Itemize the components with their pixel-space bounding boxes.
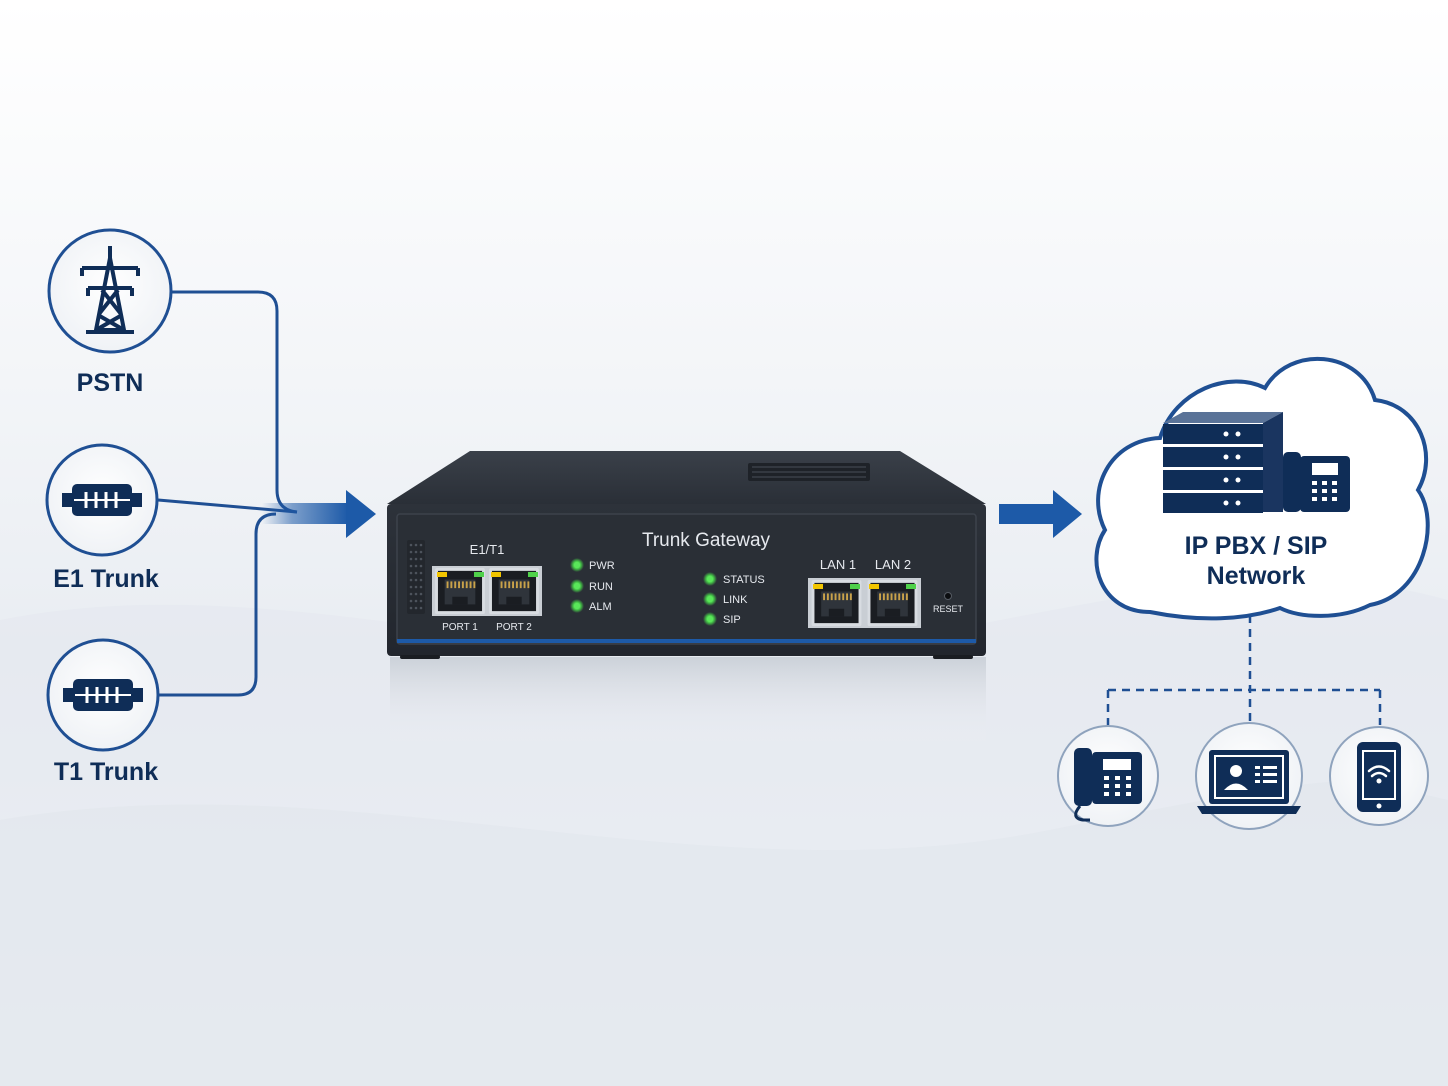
- pstn-label: PSTN: [76, 369, 144, 397]
- smartphone-icon: [1357, 742, 1401, 812]
- trunk-connector-icon: [63, 679, 143, 711]
- endpoint-desk-phone: [1057, 725, 1159, 827]
- reset-label: RESET: [933, 604, 964, 614]
- server-icon: [1163, 412, 1283, 513]
- led-status-label: STATUS: [723, 574, 765, 586]
- input-arrow: [262, 490, 376, 538]
- pbx-phone-icon: [1283, 452, 1350, 512]
- endpoint-smartphone: [1329, 726, 1429, 826]
- led-sip-label: SIP: [723, 614, 741, 626]
- reset-button[interactable]: [944, 592, 952, 600]
- desk-phone-icon: [1074, 748, 1142, 822]
- lan-2-label: LAN 2: [875, 557, 911, 572]
- t1-trunk-label: T1 Trunk: [53, 758, 159, 786]
- port-1-label: PORT 1: [442, 622, 478, 633]
- blue-accent-strip: [397, 639, 976, 643]
- lan-1-label: LAN 1: [820, 557, 856, 572]
- output-arrow: [999, 490, 1082, 538]
- trunk-connector-icon: [62, 484, 142, 516]
- background-wave: [0, 781, 1448, 1086]
- endpoint-links: [1106, 615, 1382, 725]
- led-pwr-label: PWR: [589, 560, 615, 572]
- e1-trunk-node: [45, 443, 159, 557]
- led-link-label: LINK: [723, 594, 748, 606]
- led-alm-label: ALM: [589, 601, 612, 613]
- e1-trunk-label: E1 Trunk: [53, 565, 159, 593]
- trunk-gateway-device: Trunk Gateway E1/T1 PORT 1 PORT 2 PWR RU…: [387, 451, 986, 747]
- device-title: Trunk Gateway: [642, 530, 771, 551]
- led-group-left: PWR RUN ALM: [570, 558, 615, 613]
- led-run-label: RUN: [589, 581, 613, 593]
- device-top: [387, 451, 986, 504]
- cloud-label-line1: IP PBX / SIP: [1185, 532, 1328, 560]
- led-group-right: STATUS LINK SIP: [703, 572, 765, 626]
- e1t1-label: E1/T1: [470, 542, 505, 557]
- transmission-tower-icon: [80, 246, 140, 334]
- cloud-label-line2: Network: [1207, 562, 1306, 590]
- t1-trunk-node: [46, 638, 160, 752]
- device-reflection: [390, 657, 986, 747]
- endpoint-laptop: [1195, 722, 1303, 830]
- ip-pbx-cloud: IP PBX / SIP Network: [1094, 356, 1430, 621]
- laptop-softphone-icon: [1197, 750, 1301, 814]
- pstn-node: [47, 228, 173, 354]
- port-2-label: PORT 2: [496, 622, 532, 633]
